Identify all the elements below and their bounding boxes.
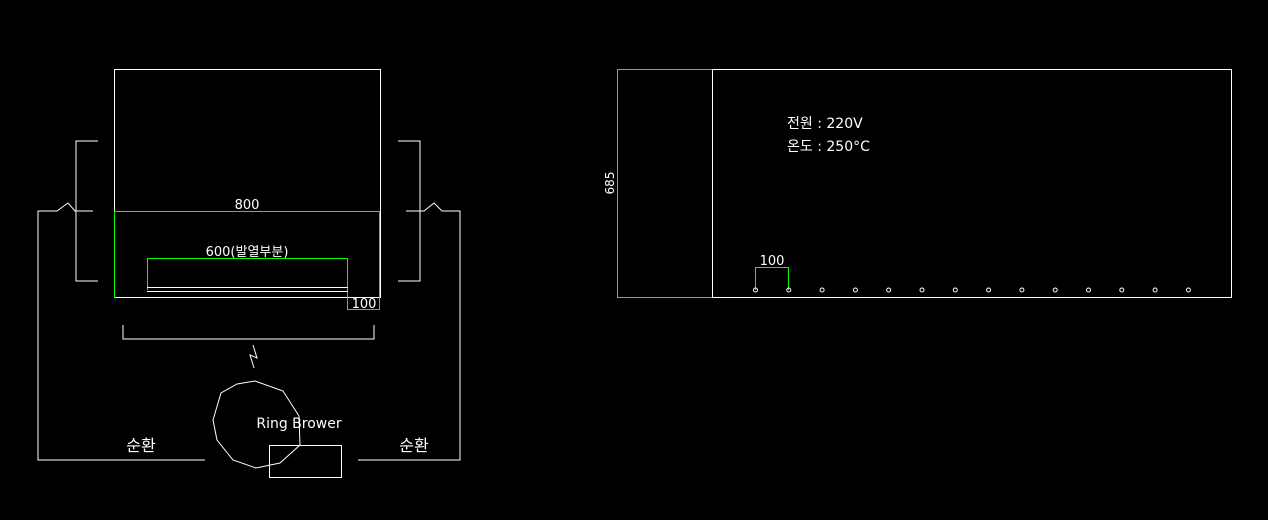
circulation-right-label: 순환: [399, 436, 429, 455]
nozzle-holes: [753, 287, 1191, 293]
dim-100-right-label: 100: [760, 254, 785, 269]
dim-100-right: [755, 267, 789, 290]
left-view: 800 600(발열부분) 100 Ring Brower 순환 순환: [37, 69, 461, 478]
left-duct: [37, 202, 205, 461]
nozzle-hole: [986, 287, 992, 293]
nozzle-hole: [753, 287, 758, 293]
nozzle-hole: [886, 287, 892, 293]
nozzle-hole: [919, 287, 925, 293]
nozzle-hole: [1119, 287, 1125, 293]
dim-100-left-label: 100: [352, 297, 377, 312]
nozzle-hole: [1019, 287, 1025, 293]
nozzle-hole: [852, 287, 858, 293]
bottom-bracket: [122, 325, 375, 340]
nozzle-hole: [952, 287, 958, 293]
right-duct: [358, 202, 461, 461]
nozzle-hole: [1152, 287, 1158, 293]
nozzle-hole: [786, 287, 792, 293]
chamber-outline: [114, 69, 381, 298]
nozzle-hole: [1052, 287, 1058, 293]
right-view: 685 전원 : 220V 온도 : 250°C 100: [603, 69, 1232, 298]
circulation-left-label: 순환: [126, 436, 156, 455]
temp-spec-label: 온도 : 250°C: [787, 139, 870, 155]
power-spec-label: 전원 : 220V: [787, 116, 863, 132]
blower-outlet-box: [269, 445, 342, 478]
ring-blower-circle: [212, 380, 301, 469]
dim-685-label: 685: [603, 172, 617, 195]
nozzle-hole: [819, 287, 825, 293]
nozzle-hole: [1086, 287, 1091, 293]
dim-600-label: 600(발열부분): [206, 245, 289, 260]
break-symbol: [249, 344, 258, 369]
ring-blower-label: Ring Brower: [256, 416, 342, 432]
dim-800-label: 800: [235, 198, 260, 213]
side-outline: [617, 69, 1232, 298]
nozzle-hole: [1185, 287, 1191, 293]
